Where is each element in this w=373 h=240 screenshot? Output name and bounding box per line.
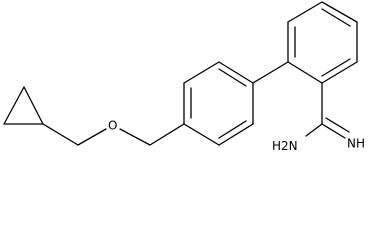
molecule-canvas: O [3, 1, 365, 153]
amine-atom-label-text: H2N [272, 139, 298, 153]
imine-double-bond [325, 117, 350, 133]
bond [23, 86, 44, 125]
bond [321, 61, 358, 84]
molecule-structure: O [3, 1, 365, 153]
double-bond-inner [321, 58, 351, 77]
double-bond-inner [321, 8, 351, 27]
bond [218, 61, 254, 84]
benzene-ring-central [183, 61, 254, 146]
bond [149, 123, 185, 146]
oxygen-atom-label: O [108, 119, 117, 133]
bond [119, 128, 151, 146]
bond [183, 61, 220, 84]
benzene-ring-upper [287, 1, 358, 84]
bond [218, 123, 254, 146]
biaryl-bond [252, 61, 289, 84]
ether-linker [42, 123, 185, 146]
imine-double-bond [321, 123, 346, 139]
bond [77, 128, 107, 146]
double-bond-inner [218, 120, 247, 139]
bond [3, 86, 25, 125]
bond [305, 123, 323, 137]
double-bond-inner [218, 68, 247, 87]
bond [183, 123, 220, 146]
imine-atom-label: NH [347, 137, 365, 151]
amidine-group [305, 82, 350, 139]
bond [287, 61, 323, 84]
cyclopropyl-group [3, 86, 44, 125]
bond [42, 123, 79, 146]
bond [321, 1, 358, 23]
amine-atom-label: H2N [272, 139, 298, 153]
bond [287, 1, 323, 23]
